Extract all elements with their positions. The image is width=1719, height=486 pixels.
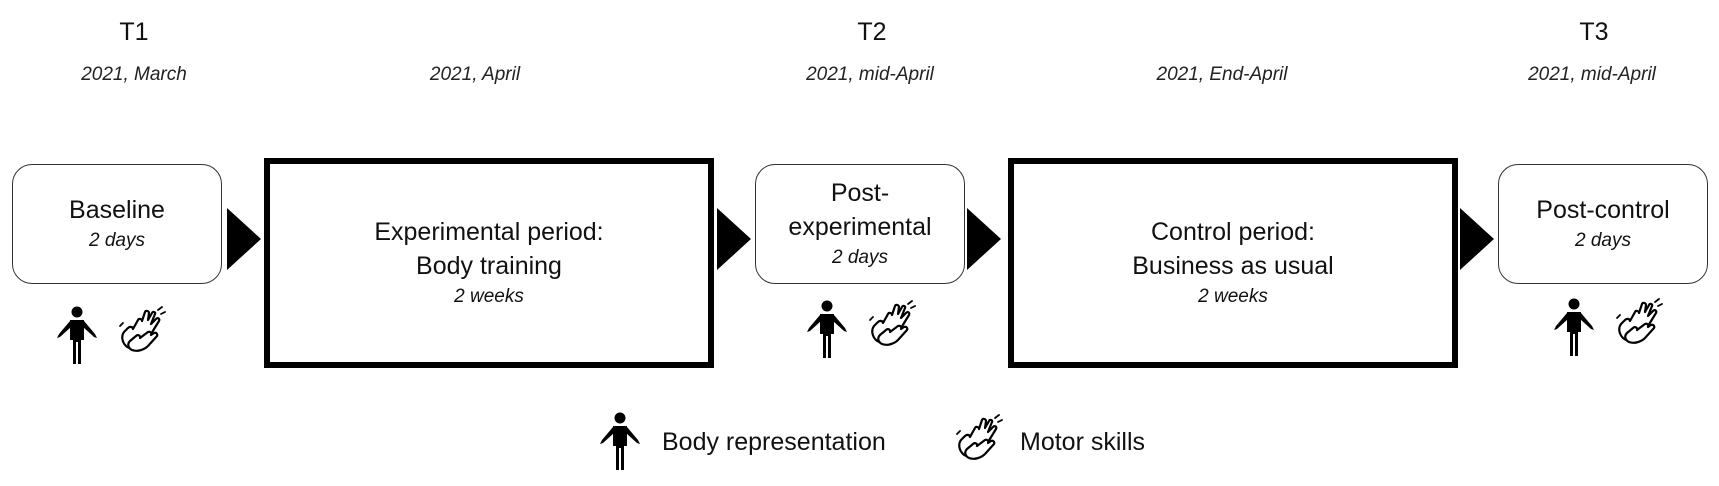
control-period-box: Control period: Business as usual 2 week…: [1008, 158, 1458, 368]
legend-motor-skills: Motor skills: [1020, 428, 1146, 456]
signing-hands-icon: [118, 306, 166, 354]
experimental-period-subtitle: Body training: [416, 252, 562, 280]
post-experimental-box: Post- experimental 2 days: [755, 164, 965, 284]
post-experimental-title-line2: experimental: [788, 213, 932, 241]
date-t3: 2021, mid-April: [1528, 64, 1656, 85]
post-experimental-duration: 2 days: [832, 247, 888, 268]
experimental-period-duration: 2 weeks: [454, 286, 524, 307]
post-control-title: Post-control: [1536, 196, 1670, 224]
signing-hands-icon: [1615, 298, 1663, 346]
arrow-to-experimental: [227, 208, 261, 270]
post-experimental-title-line1: Post-: [830, 179, 890, 207]
arrow-to-control: [967, 208, 1001, 270]
control-period-duration: 2 weeks: [1198, 286, 1268, 307]
date-experimental-period: 2021, April: [429, 64, 521, 85]
baseline-box: Baseline 2 days: [12, 164, 222, 284]
post-control-duration: 2 days: [1575, 230, 1631, 251]
baseline-duration: 2 days: [89, 230, 145, 251]
legend-person-icon: [598, 412, 642, 472]
date-t2: 2021, mid-April: [806, 64, 934, 85]
timepoint-t2-label: T2: [857, 18, 887, 46]
experimental-period-box: Experimental period: Body training 2 wee…: [264, 158, 714, 368]
date-t1: 2021, March: [81, 64, 187, 85]
legend-signing-hands-icon: [955, 414, 1003, 462]
control-period-title: Control period:: [1151, 218, 1315, 246]
post-control-box: Post-control 2 days: [1498, 164, 1708, 284]
person-icon: [805, 300, 849, 360]
arrow-to-post-control: [1460, 208, 1494, 270]
legend-body-representation: Body representation: [662, 428, 886, 456]
person-icon: [1552, 298, 1596, 358]
person-icon: [55, 306, 99, 366]
signing-hands-icon: [868, 300, 916, 348]
timepoint-t1-label: T1: [119, 18, 149, 46]
control-period-subtitle: Business as usual: [1132, 252, 1334, 280]
baseline-title: Baseline: [69, 196, 165, 224]
timepoint-t3-label: T3: [1579, 18, 1609, 46]
arrow-to-post-experimental: [717, 208, 751, 270]
experimental-period-title: Experimental period:: [374, 218, 604, 246]
date-control-period: 2021, End-April: [1156, 64, 1288, 85]
